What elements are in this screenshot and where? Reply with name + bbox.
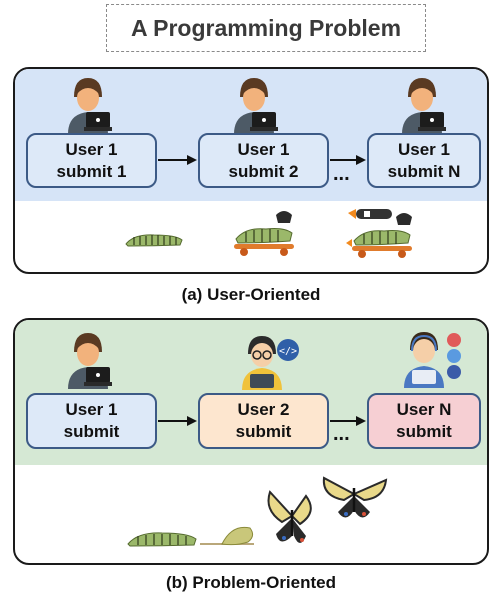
node-line2: submit 2 xyxy=(228,161,299,181)
node-line2: submit 1 xyxy=(56,161,127,181)
node-line2: submit xyxy=(63,422,120,441)
node-line1: User 1 xyxy=(237,139,290,159)
butterfly-icon xyxy=(267,490,312,543)
caption-problem-oriented: (b) Problem-Oriented xyxy=(165,573,336,592)
svg-text:</>: </> xyxy=(279,346,297,357)
caption-user-oriented: (a) User-Oriented xyxy=(181,285,321,304)
caterpillar-rocket-skateboard-icon xyxy=(346,209,412,258)
ellipsis-a: ... xyxy=(333,163,350,185)
node-user2-submit: User 2 submit xyxy=(198,393,329,449)
user-laptop-icon xyxy=(234,78,278,134)
node-line1: User 1 xyxy=(65,400,118,420)
chrysalis-icon xyxy=(200,526,254,546)
caterpillar-icon xyxy=(127,532,197,547)
node-line1: User 2 xyxy=(237,400,290,420)
butterfly-icon xyxy=(322,476,388,518)
node-line2: submit xyxy=(235,422,292,441)
node-line1: User N xyxy=(396,400,452,420)
node-userN-submit: User N submit xyxy=(367,393,481,449)
node-user1-submit: User 1 submit xyxy=(26,393,157,449)
user-laptop-icon xyxy=(68,333,112,389)
node-user1-submit2: User 1 submit 2 xyxy=(198,133,329,188)
node-line2: submit N xyxy=(387,161,461,181)
caterpillar-skateboard-icon xyxy=(234,211,294,256)
ellipsis-b: ... xyxy=(333,423,350,445)
node-line1: User 1 xyxy=(65,139,118,159)
node-line1: User 1 xyxy=(398,139,450,159)
node-user1-submitN: User 1 submit N xyxy=(367,133,481,188)
user-glasses-code-icon: </> xyxy=(242,336,299,390)
diagram-title: A Programming Problem xyxy=(106,4,426,52)
caterpillar-icon xyxy=(125,234,183,247)
user-headset-code-icon xyxy=(404,332,461,388)
user-laptop-icon xyxy=(68,78,112,134)
user-laptop-icon xyxy=(402,78,446,134)
node-user1-submit1: User 1 submit 1 xyxy=(26,133,157,188)
node-line2: submit xyxy=(396,422,452,441)
